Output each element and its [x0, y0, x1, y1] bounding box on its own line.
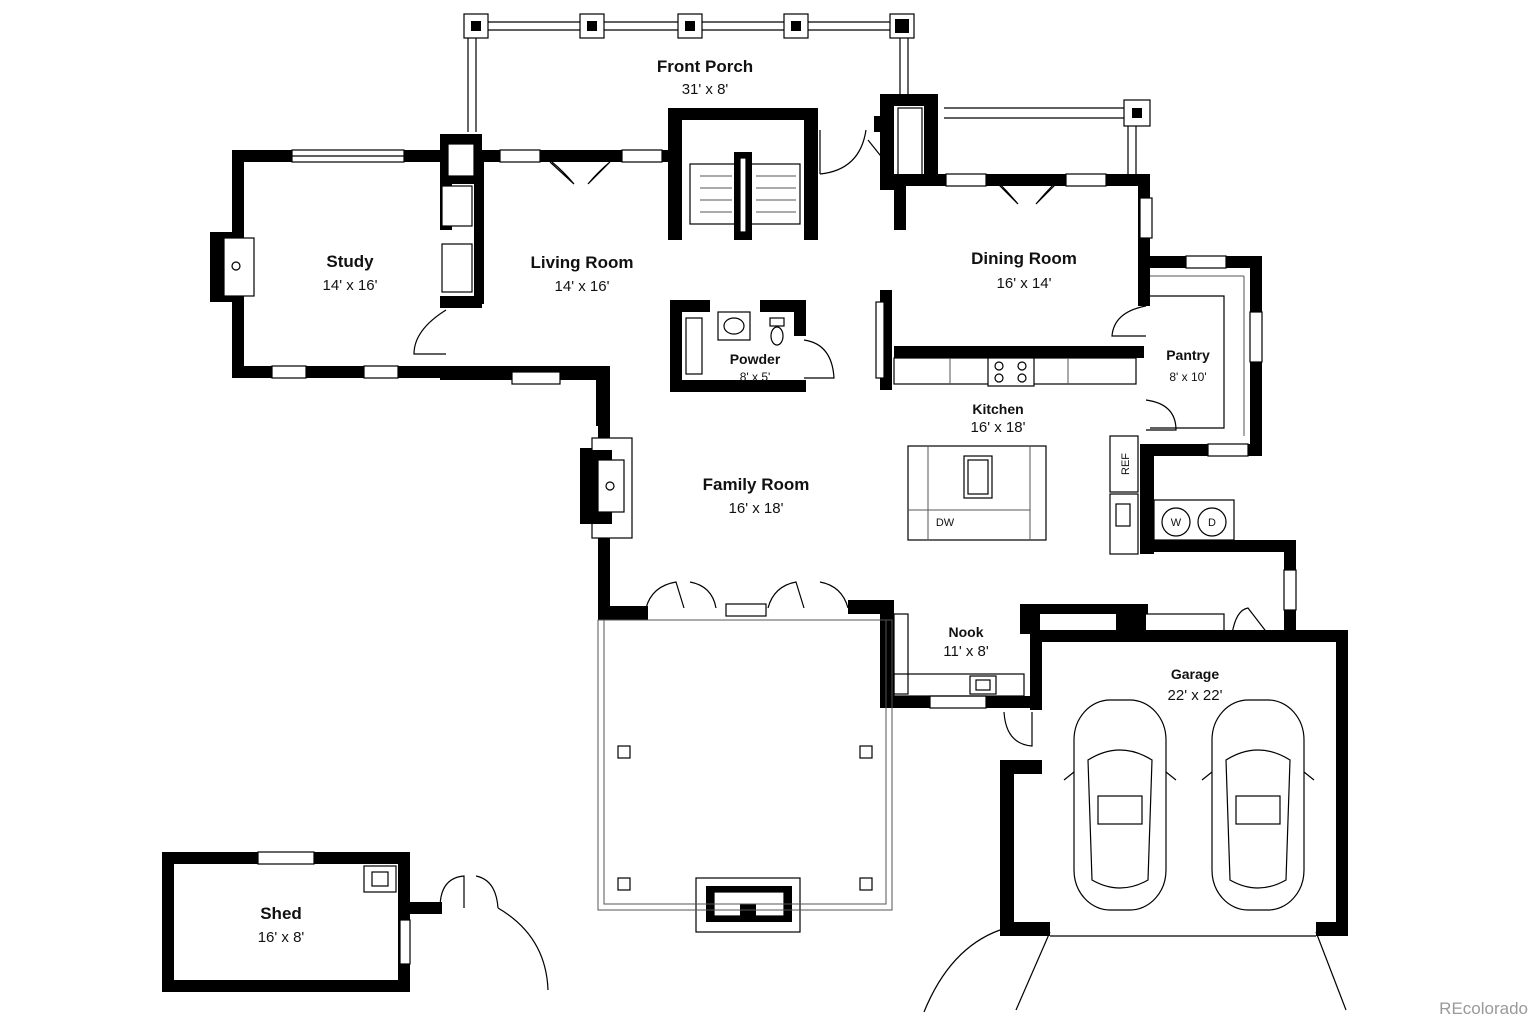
patio: [597, 619, 893, 911]
pantry-shelves: [1150, 275, 1245, 436]
car-left: [1063, 699, 1177, 911]
nook-fixtures: [893, 613, 1225, 697]
windows: [271, 149, 1297, 709]
pantry-name: Pantry: [1166, 347, 1210, 363]
doors: [413, 129, 1347, 1013]
garage-name: Garage: [1171, 666, 1219, 682]
dining-room-name: Dining Room: [971, 249, 1077, 268]
study-name: Study: [326, 252, 374, 271]
living-room-name: Living Room: [531, 253, 634, 272]
washer-label: W: [1171, 517, 1182, 529]
shed-size: 16' x 8': [258, 929, 305, 946]
family-fireplace: [580, 437, 633, 539]
shed: [162, 851, 442, 992]
study-size: 14' x 16': [323, 277, 378, 294]
front-porch-name: Front Porch: [657, 57, 753, 76]
porch-post-1: [463, 13, 489, 39]
living-room-size: 14' x 16': [555, 278, 610, 295]
laundry: [1153, 499, 1235, 541]
study-fireplace: [210, 232, 255, 302]
walls: [232, 94, 1348, 936]
powder-size: 8' x 5': [740, 370, 771, 384]
kitchen-fixtures: [893, 357, 1139, 555]
powder-name: Powder: [730, 351, 781, 367]
kitchen-size: 16' x 18': [971, 419, 1026, 436]
family-room-name: Family Room: [703, 475, 810, 494]
dw-label: DW: [936, 517, 955, 529]
dryer-label: D: [1208, 517, 1216, 529]
front-porch: [463, 13, 915, 132]
front-porch-size: 31' x 8': [682, 81, 729, 98]
porch-post-2: [579, 13, 605, 39]
nook-size: 11' x 8': [943, 643, 989, 660]
kitchen-name: Kitchen: [972, 401, 1023, 417]
car-right: [1201, 699, 1315, 911]
porch-post-4: [783, 13, 809, 39]
family-room-size: 16' x 18': [729, 500, 784, 517]
powder-room: [670, 300, 806, 392]
ref-label: REF: [1120, 453, 1132, 475]
dining-room-size: 16' x 14': [997, 275, 1052, 292]
side-porch: [944, 99, 1151, 176]
pantry-size: 8' x 10': [1169, 370, 1206, 384]
garage-size: 22' x 22': [1168, 687, 1223, 704]
porch-post-5: [889, 13, 915, 39]
watermark: REcolorado: [1439, 999, 1528, 1018]
porch-post-3: [677, 13, 703, 39]
nook-name: Nook: [949, 624, 984, 640]
stairs: [689, 157, 801, 233]
shed-name: Shed: [260, 904, 302, 923]
patio-fireplace: [695, 877, 801, 933]
